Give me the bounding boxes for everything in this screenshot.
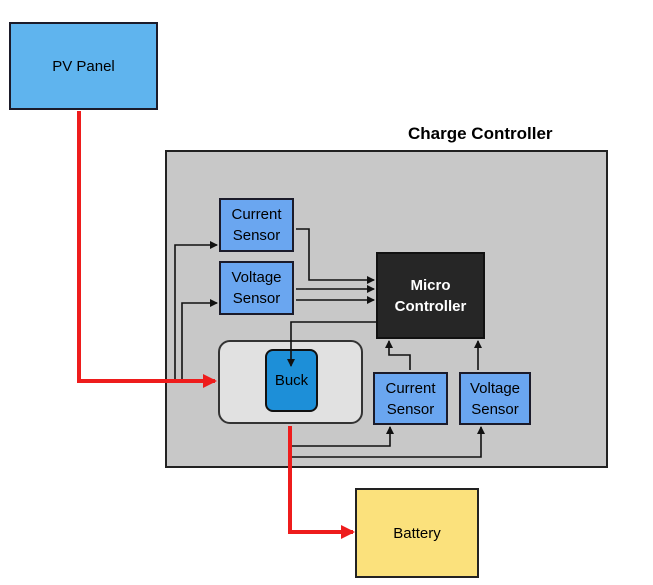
battery-block: Battery xyxy=(355,488,479,578)
signal-line xyxy=(385,340,411,370)
signal-line xyxy=(290,426,485,458)
current-sensor-input: Current Sensor xyxy=(219,198,294,252)
signal-line xyxy=(290,426,394,447)
current-sensor-output: Current Sensor xyxy=(373,372,448,425)
signal-line xyxy=(296,228,375,284)
pv-panel-block: PV Panel xyxy=(9,22,158,110)
voltage-sensor-output: Voltage Sensor xyxy=(459,372,531,425)
signal-line xyxy=(174,241,218,381)
signal-line xyxy=(181,299,218,381)
micro-controller-block: Micro Controller xyxy=(376,252,485,339)
power-line-buck-to-battery xyxy=(288,426,355,539)
voltage-sensor-input: Voltage Sensor xyxy=(219,261,294,315)
signal-line xyxy=(287,321,376,367)
power-line-pv-to-buck xyxy=(77,111,217,388)
charge-controller-title: Charge Controller xyxy=(408,124,553,143)
